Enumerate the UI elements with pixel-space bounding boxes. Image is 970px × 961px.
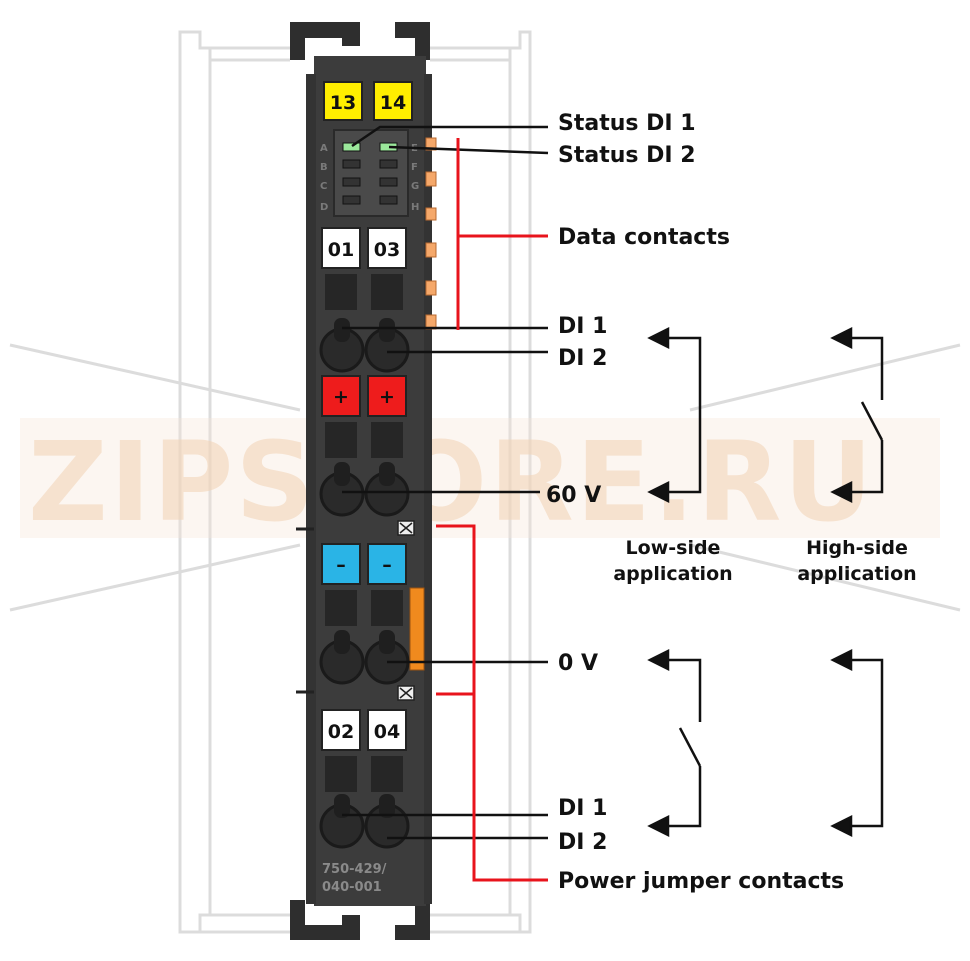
power-jumper-strip xyxy=(409,587,425,671)
push-button-3 xyxy=(371,274,403,310)
marker-minus-right: – xyxy=(367,543,407,585)
marker-minus-left: – xyxy=(321,543,361,585)
label-data-contacts: Data contacts xyxy=(558,225,730,250)
marker-01: 01 xyxy=(321,227,361,269)
clamp-60v-left xyxy=(319,462,365,517)
status-led-di1 xyxy=(342,142,361,152)
svg-text:–: – xyxy=(382,554,392,576)
bottom-clamp xyxy=(290,900,360,940)
led-letter-h: H xyxy=(411,202,419,213)
led-letter-f: F xyxy=(411,162,418,173)
label-low-side-1: Low-side xyxy=(626,537,721,559)
svg-text:01: 01 xyxy=(328,239,354,261)
red-leader-lines xyxy=(436,138,548,882)
svg-text:14: 14 xyxy=(380,92,406,114)
clamp-0v-left xyxy=(319,630,365,685)
label-low-side-2: application xyxy=(613,563,732,585)
svg-text:–: – xyxy=(336,554,346,576)
top-marker-14: 14 xyxy=(373,81,413,121)
label-status-di2: Status DI 2 xyxy=(558,143,696,168)
clamp-60v-right xyxy=(364,462,410,517)
marker-04: 04 xyxy=(367,709,407,751)
led-letter-g: G xyxy=(411,181,419,192)
led-letter-b: B xyxy=(320,162,328,173)
svg-text:+: + xyxy=(333,386,349,408)
led-letter-a: A xyxy=(320,143,328,154)
svg-text:+: + xyxy=(379,386,395,408)
label-power-jumper: Power jumper contacts xyxy=(558,869,844,894)
label-di1-bottom: DI 1 xyxy=(558,796,607,821)
din-rail-outline xyxy=(9,30,961,934)
top-marker-13: 13 xyxy=(323,81,363,121)
label-di1-top: DI 1 xyxy=(558,314,607,339)
watermark: ZIPSTORE.RU xyxy=(20,418,940,546)
svg-text:13: 13 xyxy=(330,92,356,114)
low-side-lower-circuit xyxy=(647,648,702,838)
led-panel: A B C D E F G H xyxy=(320,129,419,217)
marker-plus-left: + xyxy=(321,375,361,417)
data-contacts xyxy=(425,137,437,330)
bottom-clamp-right xyxy=(395,900,430,940)
leader-lines xyxy=(342,125,549,840)
model-number-line2: 040-001 xyxy=(322,880,382,895)
svg-text:02: 02 xyxy=(328,721,354,743)
push-button-1 xyxy=(325,274,357,310)
label-60v: 60 V xyxy=(546,483,601,508)
led-letter-c: C xyxy=(320,181,327,192)
label-high-side-1: High-side xyxy=(806,537,908,559)
model-number-line1: 750-429/ xyxy=(322,862,387,877)
marker-02: 02 xyxy=(321,709,361,751)
jumper-contact-bottom xyxy=(397,685,415,701)
high-side-lower-circuit xyxy=(830,648,884,838)
marker-03: 03 xyxy=(367,227,407,269)
low-side-upper-circuit xyxy=(647,326,702,504)
jumper-contact-top xyxy=(397,520,415,536)
io-module: 13 14 A B C D E F G H xyxy=(290,22,437,940)
led-letter-d: D xyxy=(320,202,328,213)
svg-text:04: 04 xyxy=(374,721,400,743)
high-side-upper-circuit xyxy=(830,326,884,504)
top-clamp xyxy=(290,22,360,60)
label-high-side-2: application xyxy=(797,563,916,585)
label-status-di1: Status DI 1 xyxy=(558,111,696,136)
marker-plus-right: + xyxy=(367,375,407,417)
svg-text:03: 03 xyxy=(374,239,400,261)
label-di2-bottom: DI 2 xyxy=(558,830,607,855)
label-0v: 0 V xyxy=(558,651,598,676)
top-clamp-right xyxy=(395,22,430,60)
label-di2-top: DI 2 xyxy=(558,346,607,371)
